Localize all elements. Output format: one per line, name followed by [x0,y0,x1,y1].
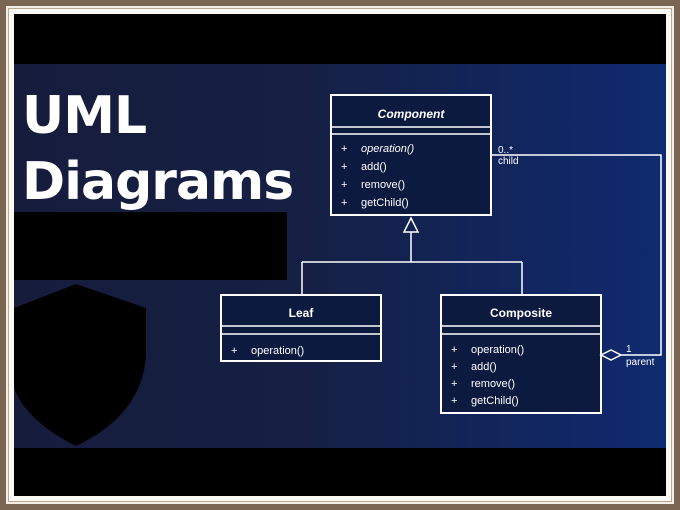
class-leaf-name: Leaf [289,306,315,320]
title-line-2: Diagrams [22,152,294,212]
parent-multiplicity: 1 [626,344,632,355]
component-method-vis: + [341,161,347,173]
generalization-arrow [301,216,523,295]
class-component-name: Component [378,107,446,121]
component-method-vis: + [341,197,347,209]
class-component: Component + operation() + add() + remove… [330,94,492,216]
composite-method-vis: + [451,344,457,356]
class-leaf: Leaf + operation() [220,294,382,362]
component-method-vis: + [341,143,347,155]
composite-method-getchild: getChild() [471,395,519,407]
thumbnail-canvas: UML Diagrams Component + operation() + a… [14,14,666,496]
class-composite: Composite + operation() + add() + remove… [440,294,602,414]
parent-role: parent [626,357,655,368]
component-method-add: add() [361,161,387,173]
leaf-method-operation: operation() [251,345,304,357]
composite-method-operation: operation() [471,344,524,356]
composite-method-vis: + [451,395,457,407]
component-method-operation: operation() [361,143,415,155]
composite-method-remove: remove() [471,378,515,390]
uml-class-diagram: Component + operation() + add() + remove… [220,94,662,414]
composite-method-add: add() [471,361,497,373]
component-method-getchild: getChild() [361,197,409,209]
shield-icon [14,284,146,446]
component-method-vis: + [341,179,347,191]
class-composite-name: Composite [490,306,552,320]
aggregation-diamond [599,349,623,361]
aggregation-association: 0..* child 1 parent [491,145,662,368]
leaf-method-vis: + [231,345,237,357]
child-multiplicity: 0..* [498,145,513,156]
composite-method-vis: + [451,378,457,390]
title-line-1: UML [22,86,147,146]
black-overlay-block [14,212,287,280]
composite-method-vis: + [451,361,457,373]
component-method-remove: remove() [361,179,405,191]
child-role: child [498,156,519,167]
